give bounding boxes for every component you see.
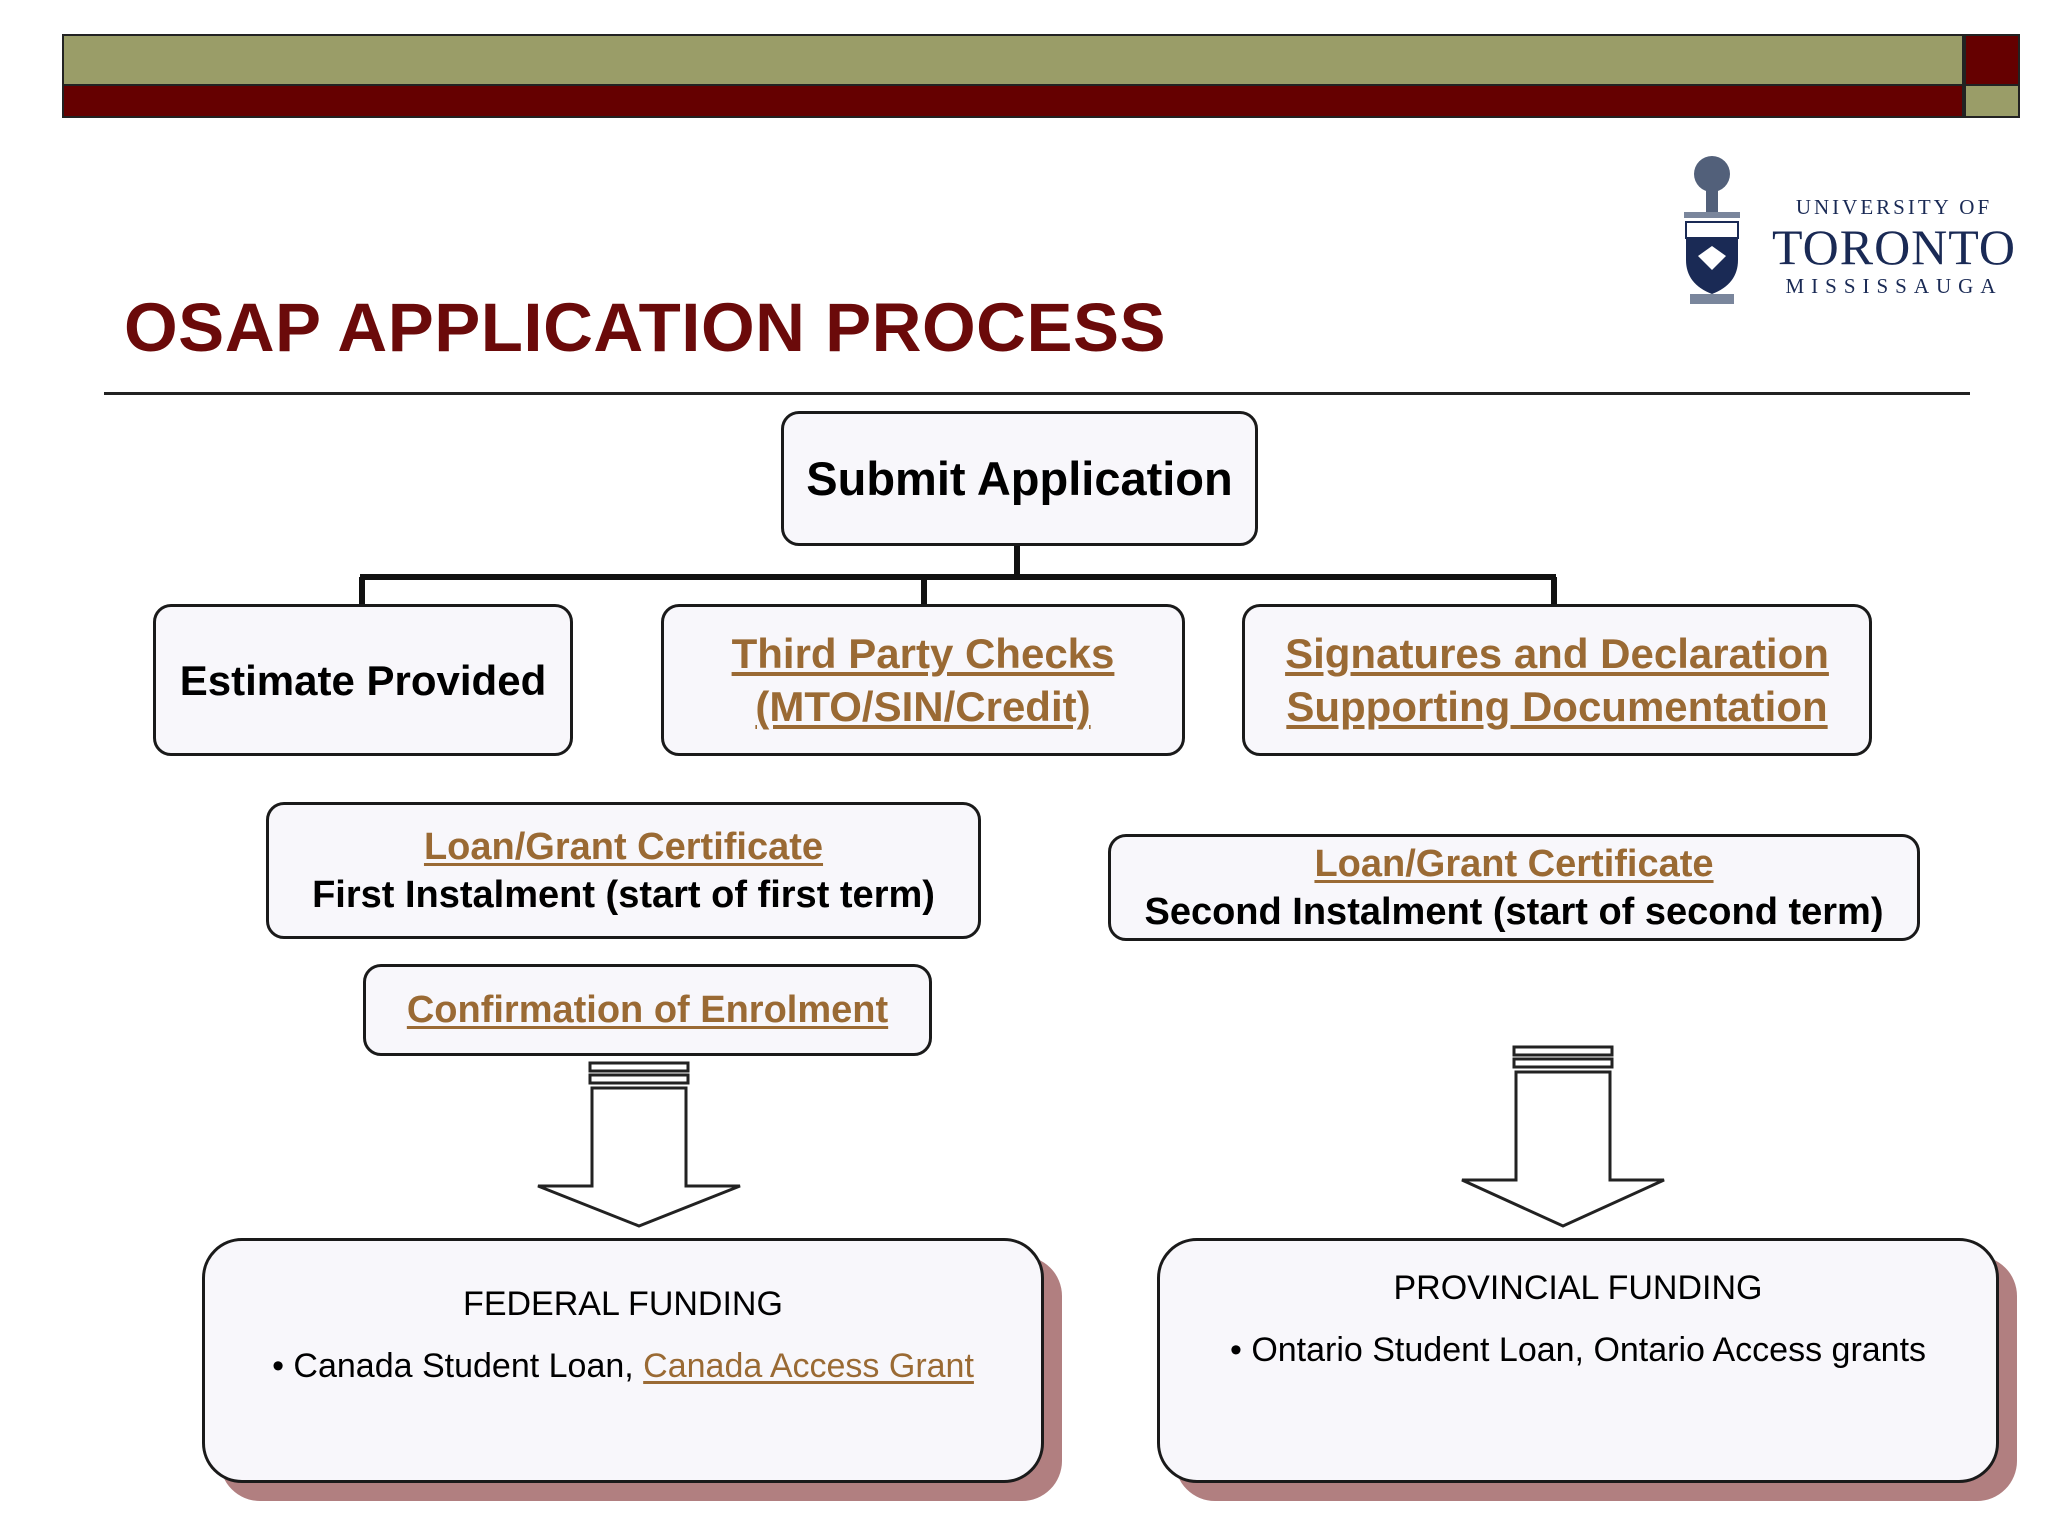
canada-student-loan-text: Canada Student Loan,: [293, 1347, 634, 1385]
university-crest-icon: [1684, 156, 1740, 304]
first-instalment-label: First Instalment (start of first term): [312, 873, 935, 916]
federal-funding-box: FEDERAL FUNDING • Canada Student Loan, C…: [202, 1238, 1044, 1483]
provincial-funding-title: PROVINCIAL FUNDING: [1393, 1269, 1763, 1307]
signatures-declaration-box: Signatures and Declaration Supporting Do…: [1242, 604, 1872, 756]
supporting-documentation-link[interactable]: Supporting Documentation: [1286, 683, 1828, 730]
first-certificate-link[interactable]: Loan/Grant Certificate: [423, 825, 824, 868]
canada-access-grant-link[interactable]: Canada Access Grant: [643, 1347, 974, 1385]
second-instalment-certificate-box: Loan/Grant Certificate Second Instalment…: [1108, 834, 1920, 941]
banner-olive-square: [1964, 84, 2020, 118]
ontario-student-loan-text: Ontario Student Loan, Ontario Access gra…: [1251, 1331, 1927, 1369]
third-party-checks-sub-link[interactable]: (MTO/SIN/Credit): [755, 683, 1091, 730]
banner-maroon-bar: [62, 84, 1964, 118]
logo-mississauga: MISSISSAUGA: [1785, 274, 2003, 298]
provincial-funding-item: • Ontario Student Loan, Ontario Access g…: [1160, 1331, 1996, 1370]
federal-funding-item: • Canada Student Loan, Canada Access Gra…: [205, 1347, 1041, 1386]
signatures-declaration-link[interactable]: Signatures and Declaration: [1285, 630, 1829, 677]
estimate-provided-label: Estimate Provided: [179, 656, 547, 704]
arrow-down-right-icon: [1461, 1045, 1665, 1228]
first-instalment-certificate-box: Loan/Grant Certificate First Instalment …: [266, 802, 981, 939]
third-party-checks-link[interactable]: Third Party Checks: [731, 630, 1115, 677]
university-logo-text: UNIVERSITY OF TORONTO MISSISSAUGA: [1760, 195, 2028, 299]
provincial-funding-box: PROVINCIAL FUNDING • Ontario Student Loa…: [1157, 1238, 1999, 1483]
bullet: •: [1229, 1331, 1242, 1369]
logo-toronto: TORONTO: [1771, 219, 2017, 275]
third-party-checks-box: Third Party Checks (MTO/SIN/Credit): [661, 604, 1185, 756]
submit-application-label: Submit Application: [806, 451, 1233, 505]
estimate-provided-box: Estimate Provided: [153, 604, 573, 756]
second-certificate-link[interactable]: Loan/Grant Certificate: [1314, 842, 1714, 885]
submit-application-box: Submit Application: [781, 411, 1258, 546]
federal-funding-title: FEDERAL FUNDING: [463, 1285, 783, 1323]
confirmation-enrolment-link[interactable]: Confirmation of Enrolment: [406, 989, 889, 1031]
second-instalment-label: Second Instalment (start of second term): [1144, 890, 1884, 933]
logo-university-of: UNIVERSITY OF: [1795, 195, 1993, 219]
title-divider: [104, 392, 1970, 395]
slide-title: OSAP APPLICATION PROCESS: [124, 289, 1167, 366]
arrow-down-left-icon: [537, 1061, 741, 1228]
confirmation-enrolment-box: Confirmation of Enrolment: [363, 964, 932, 1056]
tree-connector: [359, 544, 1557, 606]
bullet: •: [272, 1347, 284, 1385]
